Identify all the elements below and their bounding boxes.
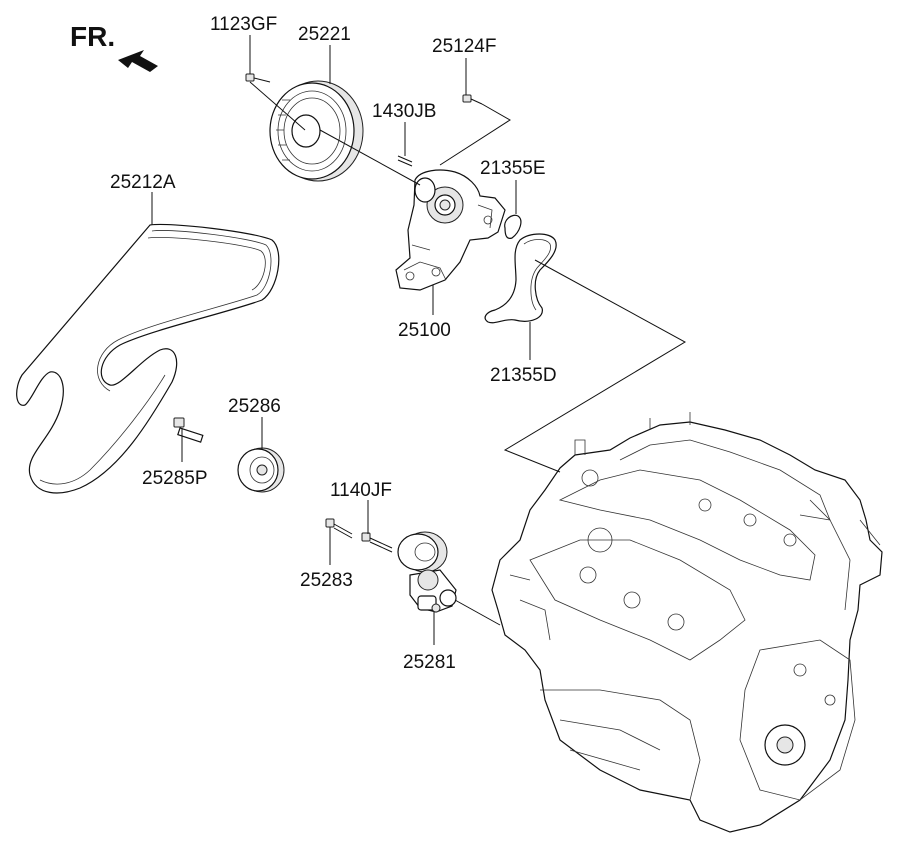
front-arrow-icon xyxy=(118,50,158,72)
bolt-1140jf[interactable] xyxy=(361,532,393,553)
idler-pulley[interactable] xyxy=(237,447,285,493)
belt-tensioner[interactable] xyxy=(397,531,457,613)
label-21355e: 21355E xyxy=(480,158,546,179)
bolt-25283[interactable] xyxy=(325,518,353,539)
label-25283: 25283 xyxy=(300,570,353,591)
drive-belt[interactable] xyxy=(16,223,280,494)
bolt-25124f[interactable] xyxy=(462,94,483,105)
label-21355d: 21355D xyxy=(490,365,557,386)
gasket-21355d[interactable] xyxy=(484,233,557,324)
label-1123gf: 1123GF xyxy=(210,14,277,35)
o-ring-21355e[interactable] xyxy=(504,214,522,239)
bolt-25285p[interactable] xyxy=(173,417,204,443)
label-1140jf: 1140JF xyxy=(330,480,392,501)
water-pump[interactable] xyxy=(395,169,506,291)
dowel-pin-1430jb[interactable] xyxy=(397,155,413,167)
engine-assembly xyxy=(491,412,883,833)
label-25285p: 25285P xyxy=(142,468,208,489)
label-25221: 25221 xyxy=(298,24,351,45)
water-pump-pulley[interactable] xyxy=(269,80,364,182)
label-25281: 25281 xyxy=(403,652,456,673)
front-direction-label: FR. xyxy=(70,21,115,52)
label-25286: 25286 xyxy=(228,396,281,417)
label-25100: 25100 xyxy=(398,320,451,341)
label-25124f: 25124F xyxy=(432,36,496,57)
label-25212a: 25212A xyxy=(110,172,176,193)
bolt-1123gf[interactable] xyxy=(245,73,271,83)
label-1430jb: 1430JB xyxy=(372,101,436,122)
